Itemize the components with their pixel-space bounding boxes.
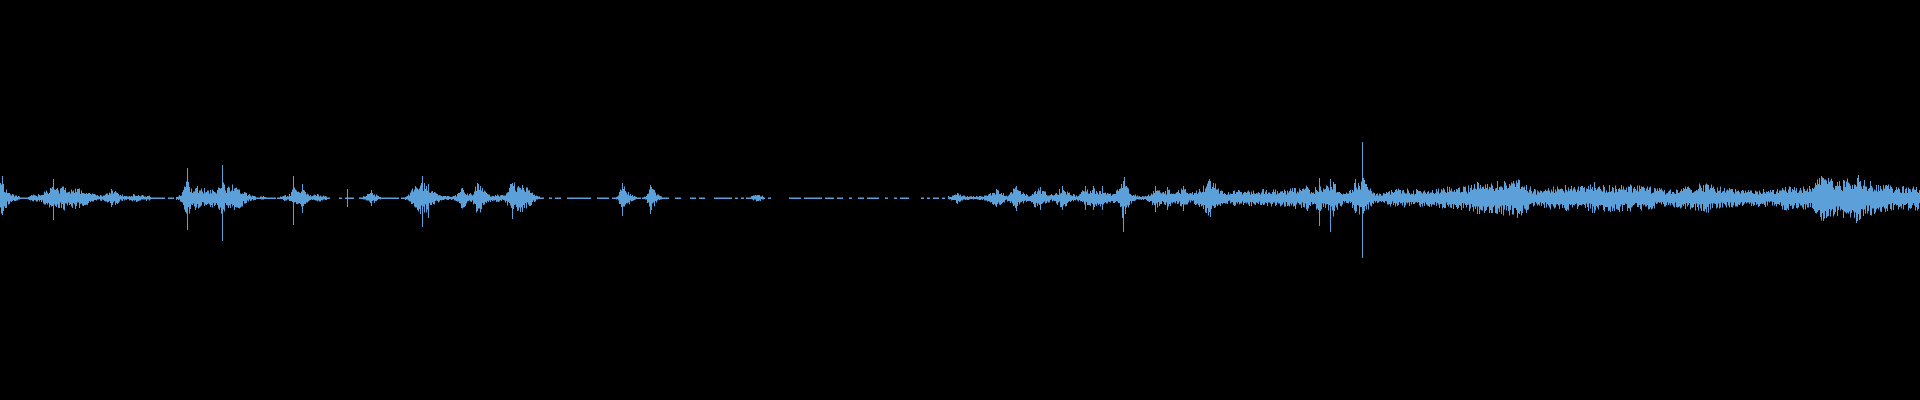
waveform-trace bbox=[0, 175, 1920, 223]
waveform-transient-spikes bbox=[1, 142, 1872, 258]
